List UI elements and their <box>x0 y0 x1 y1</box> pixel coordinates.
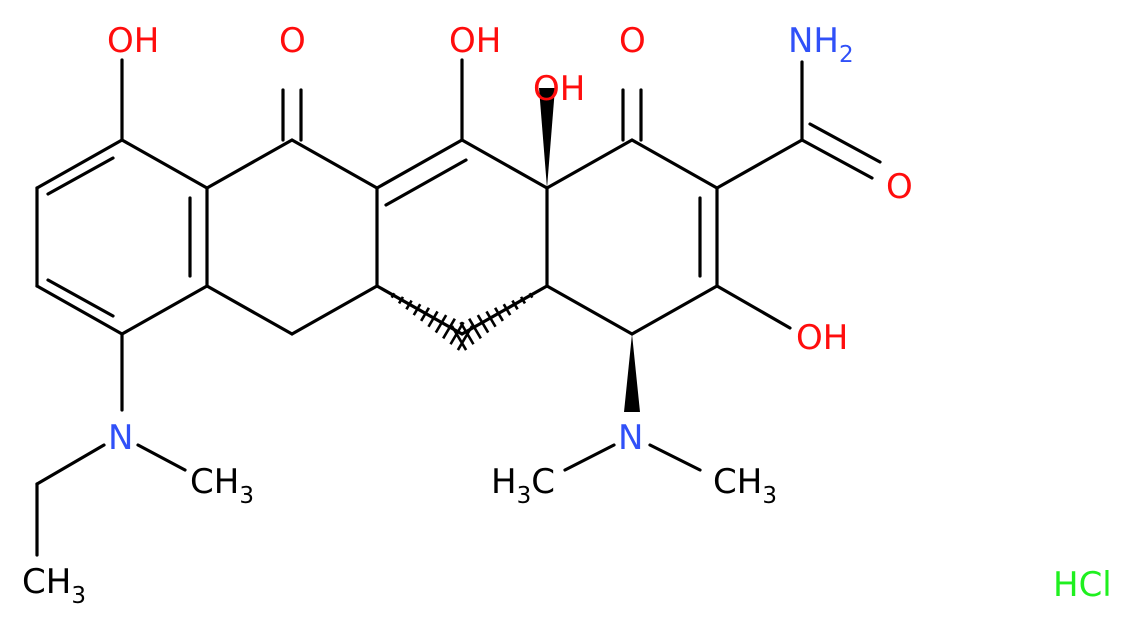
atom-label-o: O <box>279 21 306 61</box>
atom-label-o: O <box>886 167 913 207</box>
bond-inner <box>384 158 468 207</box>
hash-segment <box>450 325 468 351</box>
wedge-bond <box>539 88 555 188</box>
bond-inner <box>46 278 115 318</box>
nh2-subscript: 2 <box>839 42 854 68</box>
ch3-subscript: 3 <box>71 583 86 609</box>
bond <box>375 138 464 190</box>
hash-segment <box>427 310 439 328</box>
atom-label-ch3: CH3 <box>713 462 777 509</box>
hash-bond <box>450 288 541 351</box>
h3c-main: H <box>491 462 517 502</box>
salt-label-hcl: HCl <box>1053 565 1112 605</box>
hash-segment <box>476 314 490 334</box>
bond <box>630 138 719 190</box>
bond <box>35 284 124 336</box>
hash-segment <box>419 307 431 322</box>
bond <box>545 138 634 190</box>
atom-label-ch3: CH3 <box>22 562 86 609</box>
ch3-main: CH <box>22 562 71 602</box>
hash-segment <box>412 303 422 316</box>
bond-inner <box>46 156 115 196</box>
atom-label-oh: OH <box>449 21 501 61</box>
hash-segment <box>397 296 405 305</box>
bond <box>290 284 379 336</box>
hash-segment <box>519 296 527 305</box>
bond <box>35 443 106 486</box>
atom-label-nh2: NH2 <box>788 21 854 68</box>
nh2-main: NH <box>788 21 839 61</box>
hash-segment <box>442 318 456 340</box>
hash-segment <box>434 314 448 334</box>
hash-segment <box>390 292 396 299</box>
hash-segment <box>485 310 497 328</box>
wedge-bond <box>624 334 640 412</box>
hash-segment <box>493 307 505 322</box>
atom-label-n: N <box>618 418 643 458</box>
bond <box>460 284 549 336</box>
atom-labels: OH O OH OH O NH2 O OH N CH3 CH3 N H3C CH… <box>22 21 1112 609</box>
hash-segment <box>511 299 519 310</box>
bond <box>205 284 294 336</box>
bond <box>630 284 719 336</box>
hash-segment <box>383 288 387 293</box>
hash-segment <box>502 303 512 316</box>
bond <box>800 138 874 180</box>
hash-segment <box>456 325 474 351</box>
bond <box>290 138 379 190</box>
bond <box>120 138 209 190</box>
bond <box>375 284 464 336</box>
h3c-tail: C <box>531 462 555 502</box>
ch3-main: CH <box>713 462 762 502</box>
bond <box>136 443 187 472</box>
atom-label-o: O <box>619 21 646 61</box>
atom-label-h3c: H3C <box>491 462 555 509</box>
bond <box>715 138 804 190</box>
bond <box>648 443 702 472</box>
hash-segment <box>459 321 475 345</box>
bond <box>35 138 124 190</box>
hash-segment <box>528 292 534 299</box>
bond <box>205 138 294 190</box>
h3c-subscript: 3 <box>517 483 532 509</box>
atom-label-oh: OH <box>533 69 585 109</box>
hash-segment <box>468 318 482 340</box>
atom-label-n: N <box>108 418 133 458</box>
atom-label-oh: OH <box>796 318 848 358</box>
bond <box>715 284 792 330</box>
atom-label-oh: OH <box>107 21 159 61</box>
bond <box>545 284 634 336</box>
bond <box>563 443 616 472</box>
ch3-subscript: 3 <box>762 483 777 509</box>
ch3-subscript: 3 <box>239 483 254 509</box>
bond <box>460 138 549 190</box>
bond <box>120 284 209 336</box>
hash-segment <box>405 299 413 310</box>
atom-label-ch3: CH3 <box>190 462 254 509</box>
hash-segment <box>537 288 541 293</box>
stereo-bonds <box>383 88 640 412</box>
ch3-main: CH <box>190 462 239 502</box>
bond-layer <box>35 58 882 557</box>
bond <box>808 122 882 164</box>
